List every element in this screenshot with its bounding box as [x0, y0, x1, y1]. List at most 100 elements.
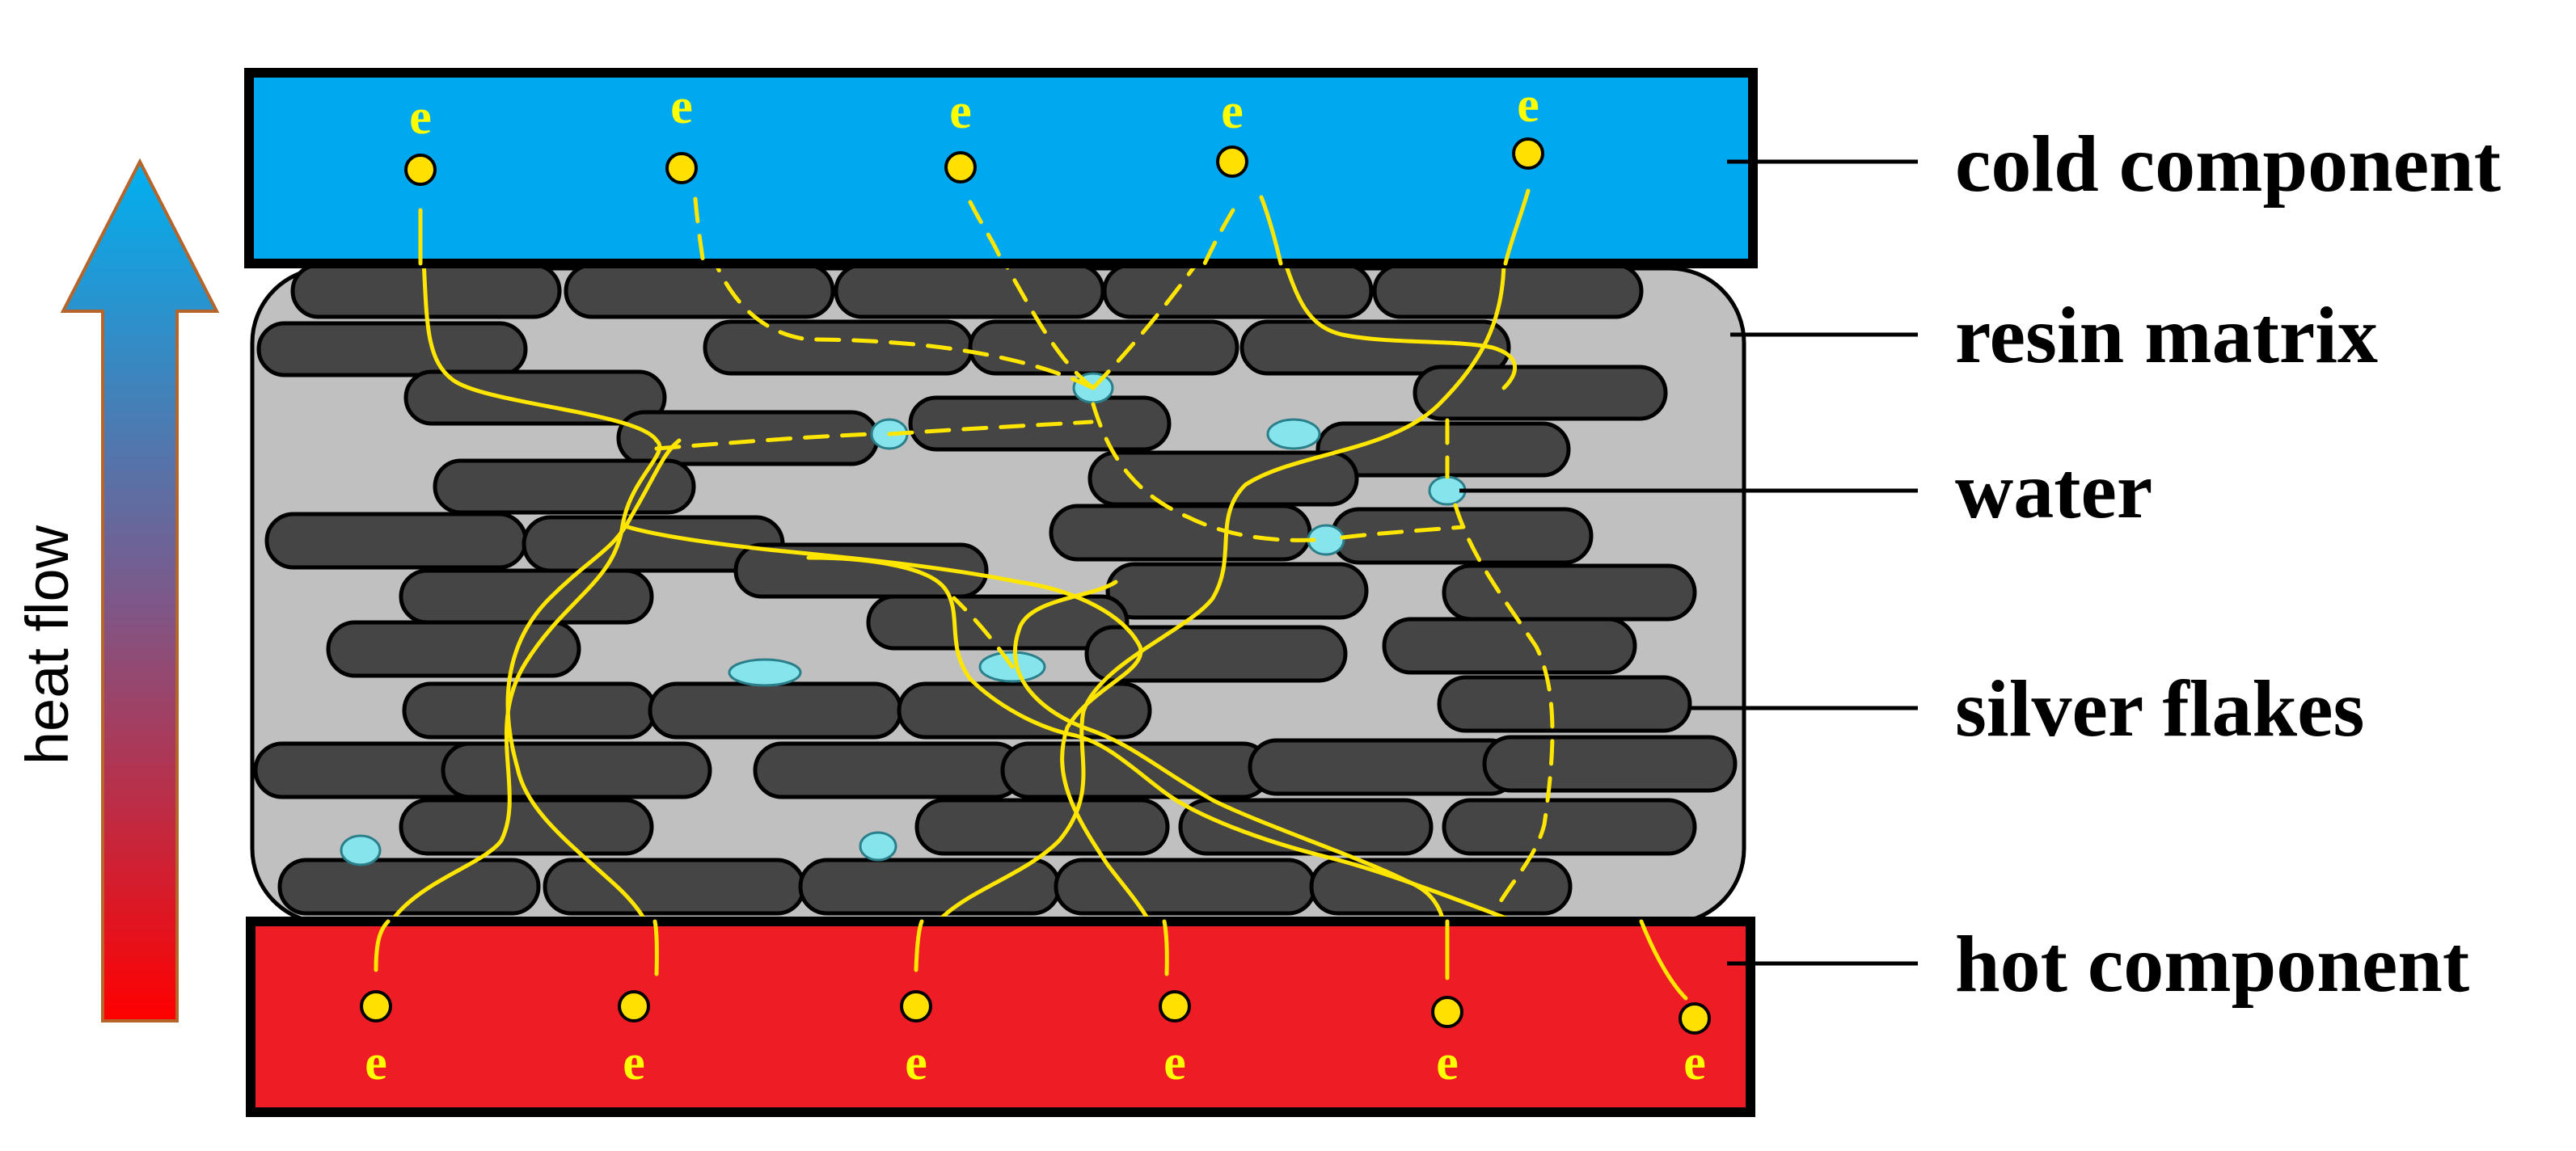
path-tail — [1639, 919, 1688, 1001]
silver-flake — [403, 369, 667, 426]
silver-flake — [897, 681, 1152, 740]
electron-dot — [944, 151, 977, 183]
path-tail — [693, 196, 706, 266]
silver-flake — [648, 681, 903, 740]
silver-flake — [1330, 507, 1594, 565]
silver-flake — [1084, 625, 1348, 683]
electron-label: e — [1517, 78, 1539, 133]
silver-flake — [264, 512, 528, 570]
path-tail — [914, 919, 924, 972]
path-tails-group — [374, 188, 1688, 1001]
electron-dot — [1216, 145, 1248, 178]
silver-flake — [399, 798, 654, 856]
electron-label: e — [1683, 1035, 1706, 1090]
electron-dot — [618, 990, 650, 1022]
cold-component — [244, 68, 1758, 268]
electron-label: e — [905, 1035, 927, 1090]
electron-dot — [360, 990, 392, 1022]
silver-flake — [1413, 365, 1668, 421]
electron-label: e — [365, 1035, 387, 1090]
cold-electrons-group: e e e e e — [404, 78, 1544, 186]
electron-dot — [404, 154, 437, 186]
path-tail — [652, 919, 659, 976]
silver-flake — [402, 681, 657, 740]
silver-flake — [1482, 735, 1738, 793]
silver-flake — [1049, 504, 1312, 562]
silver-flake — [441, 741, 712, 799]
electron-dot — [1159, 990, 1191, 1022]
path-tail — [1259, 195, 1283, 266]
silver-flake — [914, 798, 1170, 856]
silver-flake — [433, 458, 696, 515]
silver-flake — [1382, 617, 1637, 675]
dashed-conduction-path — [1091, 402, 1316, 542]
dashed-conduction-path — [887, 420, 1094, 436]
electron-dot — [665, 152, 698, 184]
heat-flow-label: heat flow — [14, 525, 81, 765]
silver-flake — [968, 319, 1239, 376]
silver-flake — [834, 263, 1105, 319]
silver-flake — [564, 263, 835, 319]
silver-flake — [1102, 263, 1374, 319]
silver-flake — [256, 321, 528, 377]
heat-flow-arrow — [60, 158, 220, 1022]
resin-matrix-label: resin matrix — [1955, 290, 2378, 380]
silver-flake — [1178, 798, 1434, 856]
dashed-conduction-path — [952, 596, 1015, 669]
dashed-conduction-path — [1340, 525, 1466, 540]
electron-label: e — [1221, 84, 1244, 139]
silver-flake — [1239, 319, 1511, 376]
water-droplet — [728, 658, 802, 687]
solid-conduction-path — [1259, 195, 1518, 390]
electron-label: e — [670, 79, 693, 134]
electron-label: e — [409, 90, 432, 145]
water-droplet — [1266, 418, 1321, 450]
water-droplet — [859, 831, 897, 862]
silver-flakes-label: silver flakes — [1955, 664, 2364, 753]
hot-component — [246, 917, 1755, 1117]
water-label: water — [1955, 445, 2152, 535]
silver-flake — [1372, 263, 1644, 319]
electron-dot — [1431, 996, 1463, 1028]
electron-label: e — [1436, 1035, 1459, 1090]
hot-component-label: hot component — [1955, 919, 2469, 1009]
silver-flake — [277, 858, 541, 916]
path-tail — [968, 200, 1005, 266]
hot-electrons-group: e e e e e e — [360, 990, 1711, 1090]
silver-flake — [1442, 563, 1697, 622]
silver-flake — [1442, 798, 1697, 856]
dashed-conduction-path — [968, 200, 1096, 390]
silver-flake — [399, 568, 654, 625]
silver-flake — [326, 620, 581, 678]
path-tail — [1503, 188, 1531, 266]
path-tail — [1162, 919, 1169, 976]
water-droplet — [340, 834, 382, 866]
silver-flake — [1248, 738, 1519, 796]
dashed-conduction-path — [693, 196, 1096, 390]
solid-conduction-path — [505, 438, 682, 976]
cold-component-label: cold component — [1955, 119, 2501, 209]
silver-flake — [753, 741, 1024, 799]
electron-dot — [1679, 1002, 1711, 1035]
electron-dot — [900, 990, 932, 1022]
silver-flake — [733, 542, 989, 599]
callout-lines-group — [1459, 159, 1918, 966]
electron-label: e — [949, 84, 972, 139]
silver-flake — [543, 858, 806, 916]
path-tail — [1202, 208, 1235, 266]
silver-flake — [1437, 675, 1692, 733]
silver-flake — [1105, 562, 1369, 620]
electron-label: e — [1163, 1035, 1186, 1090]
dashed-paths-group — [654, 196, 1555, 912]
silver-flake — [1309, 858, 1573, 916]
silver-flake — [1054, 858, 1317, 916]
solid-conduction-path — [914, 188, 1531, 972]
electron-dot — [1512, 137, 1544, 170]
solid-conduction-path — [620, 523, 1169, 976]
path-tail — [374, 919, 391, 972]
dashed-conduction-path — [1453, 503, 1555, 912]
dashed-conduction-path — [654, 432, 876, 451]
electron-label: e — [623, 1035, 645, 1090]
